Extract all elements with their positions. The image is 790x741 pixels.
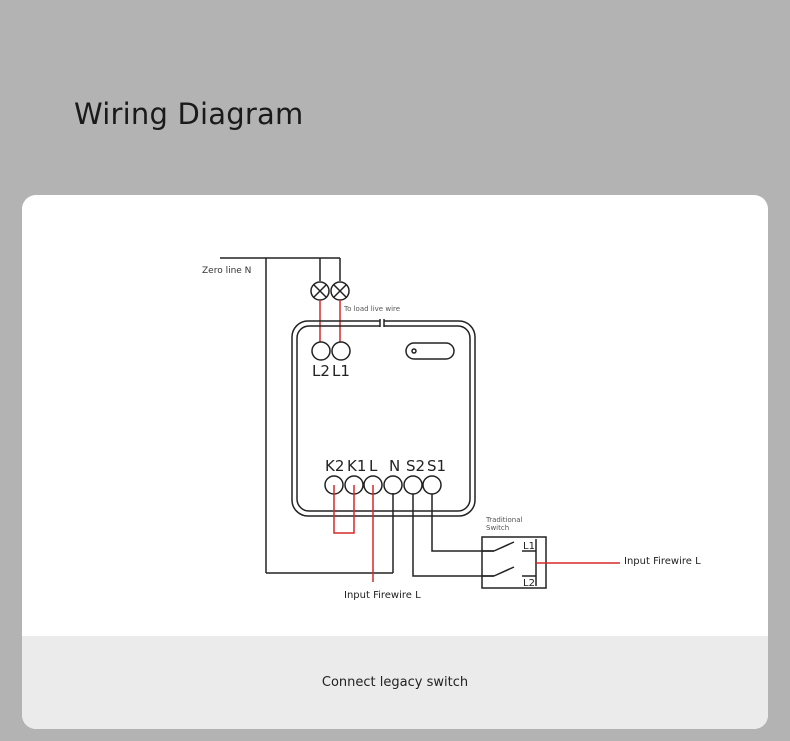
indicator-slot	[405, 342, 455, 360]
switch-label-line2: Switch	[486, 524, 509, 532]
s1-wire	[431, 494, 494, 552]
caption-bar: Connect legacy switch	[22, 636, 768, 729]
terminal-n	[383, 475, 403, 495]
terminal-label-n: N	[389, 457, 400, 475]
terminal-label-l2: L2	[312, 362, 330, 380]
terminal-s1	[422, 475, 442, 495]
s2-wire	[412, 494, 494, 577]
terminal-label-k1: K1	[347, 457, 366, 475]
terminal-label-k2: K2	[325, 457, 344, 475]
k1-k2-bridge-wire	[333, 485, 355, 534]
diagram-card: Zero line N To load live wire L2 L1 K2 K…	[22, 195, 768, 729]
switch-label-line1: Traditional	[485, 516, 523, 524]
lamp-2-icon	[310, 281, 330, 301]
switch-contact-l2: L2	[523, 578, 535, 589]
input-firewire-label-right: Input Firewire L	[624, 556, 701, 567]
load-live-wire-label: To load live wire	[343, 305, 400, 313]
diagram-caption: Connect legacy switch	[321, 675, 469, 690]
lamp-1-icon	[330, 281, 350, 301]
terminal-label-l: L	[369, 457, 378, 475]
switch-contact-l1: L1	[523, 541, 535, 552]
input-firewire-label-bottom: Input Firewire L	[344, 590, 421, 601]
zero-line-label: Zero line N	[202, 266, 251, 276]
terminal-l2	[311, 341, 331, 361]
terminal-label-l1: L1	[332, 362, 350, 380]
terminal-label-s2: S2	[406, 457, 425, 475]
terminal-label-s1: S1	[427, 457, 446, 475]
page-title: Wiring Diagram	[74, 97, 304, 131]
terminal-s2	[403, 475, 423, 495]
indicator-led-icon	[411, 348, 417, 354]
terminal-l1	[331, 341, 351, 361]
wiring-diagram: Zero line N To load live wire L2 L1 K2 K…	[202, 257, 701, 601]
module-notch	[380, 319, 384, 327]
